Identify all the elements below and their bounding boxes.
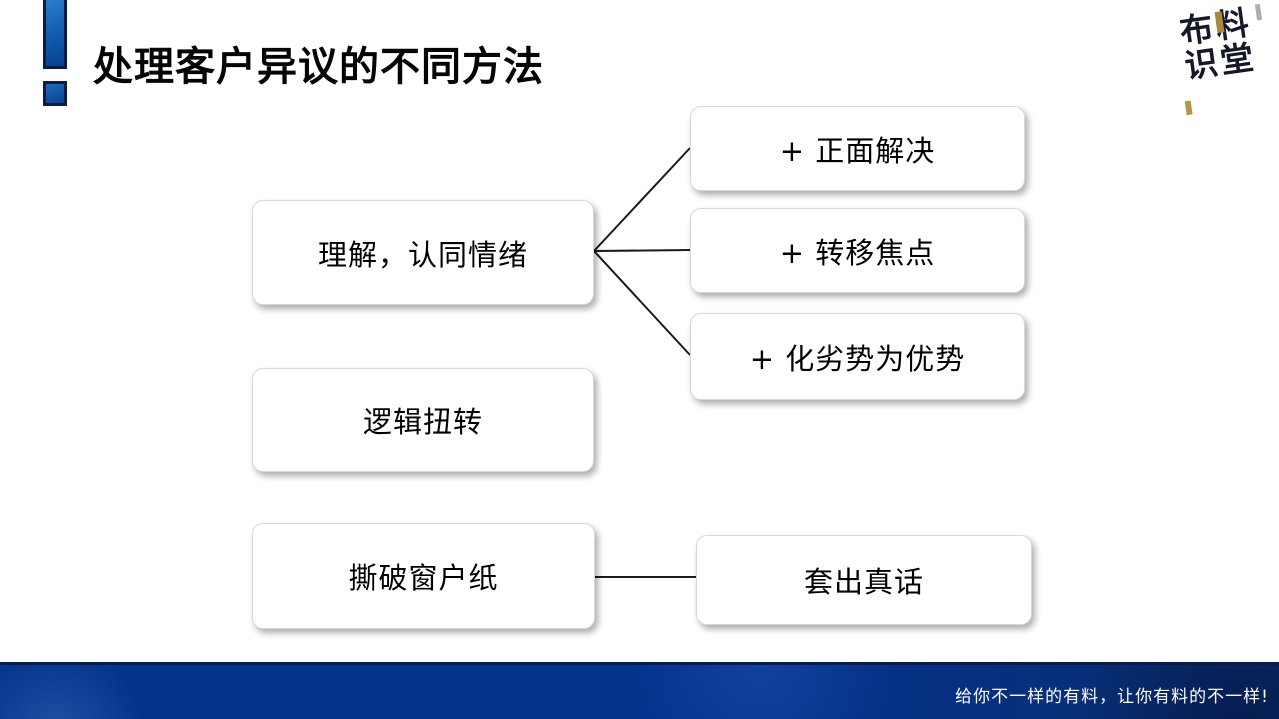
logo-text-line2: 识堂: [1182, 37, 1259, 86]
logo-side-mark-icon: [1254, 3, 1263, 21]
node-draw-out-truth: 套出真话: [696, 535, 1032, 625]
node-label: + 正面解决: [779, 133, 936, 168]
node-shift-focus: + 转移焦点: [690, 208, 1025, 293]
title-accent-bar: [43, 0, 67, 69]
node-label: 撕破窗户纸: [348, 561, 499, 595]
node-label: + 转移焦点: [779, 235, 936, 270]
node-label: 理解，认同情绪: [317, 237, 528, 272]
brand-logo: 布料 识堂: [1171, 2, 1270, 116]
node-label: 套出真话: [803, 565, 924, 599]
title-accent-square: [43, 81, 67, 106]
footer-bar: 给你不一样的有料，让你有料的不一样!: [0, 662, 1279, 719]
node-label: + 化劣势为优势: [749, 341, 966, 376]
logo-bottom-seal-icon: [1184, 100, 1193, 116]
node-tear-window-paper: 撕破窗户纸: [252, 523, 595, 629]
node-label: 逻辑扭转: [362, 405, 483, 439]
node-logic-twist: 逻辑扭转: [252, 368, 594, 472]
page-title: 处理客户异议的不同方法: [93, 44, 544, 90]
node-solve-directly: + 正面解决: [690, 106, 1025, 191]
footer-slogan: 给你不一样的有料，让你有料的不一样!: [955, 687, 1269, 707]
node-understand-emotion: 理解，认同情绪: [252, 200, 594, 305]
node-weakness-to-advantage: + 化劣势为优势: [690, 313, 1025, 400]
